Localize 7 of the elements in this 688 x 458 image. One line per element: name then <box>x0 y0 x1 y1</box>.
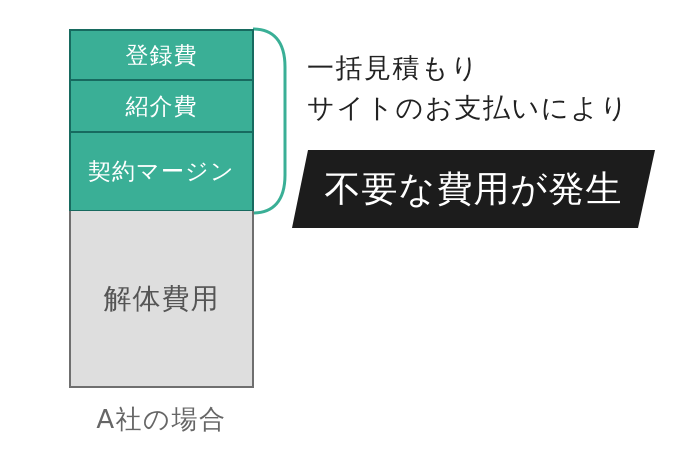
banner: 不要な費用が発生 <box>292 150 655 228</box>
bar-segment: 紹介費 <box>69 79 254 133</box>
note-text: 一括見積もりサイトのお支払いにより <box>307 52 630 126</box>
bar-segment: 登録費 <box>69 29 254 81</box>
caption-text: A社の場合 <box>95 404 228 437</box>
bar-segment: 解体費用 <box>69 211 254 388</box>
bar-segment: 契約マージン <box>69 131 254 212</box>
